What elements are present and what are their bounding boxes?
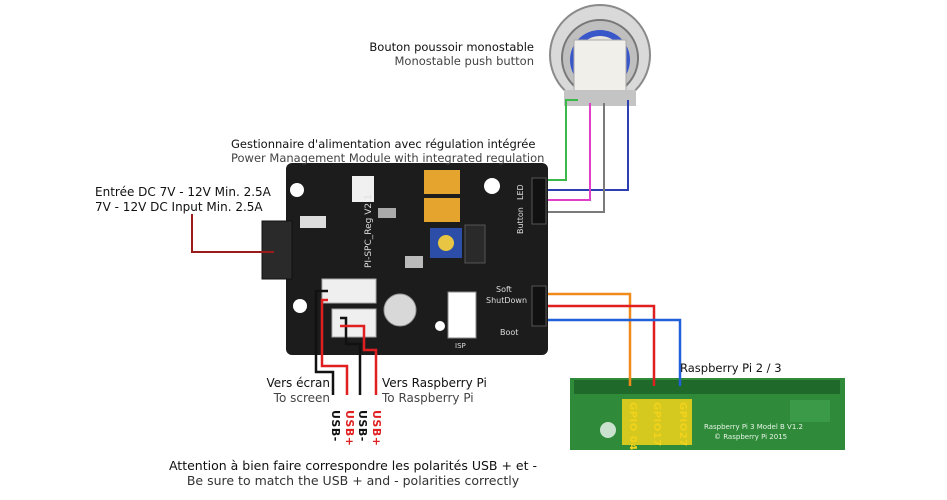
shutdown-silk: ShutDown	[486, 296, 528, 305]
screen-label: Vers écran To screen	[258, 376, 330, 406]
button-silk: Button	[516, 207, 525, 234]
dc-input-label-en: 7V - 12V DC Input Min. 2.5A	[95, 200, 263, 214]
dc-input-label: Entrée DC 7V - 12V Min. 2.5A 7V - 12V DC…	[95, 185, 271, 215]
polarity-warning: Attention à bien faire correspondre les …	[0, 458, 706, 488]
screen-label-en: To screen	[273, 391, 330, 405]
push-button-label-fr: Bouton poussoir monostable	[369, 40, 534, 54]
power-management-board	[261, 163, 548, 355]
led-silk: LED	[516, 184, 525, 200]
usb-plus-screen: USB+	[343, 410, 356, 447]
rpi-label: Vers Raspberry Pi To Raspberry Pi	[382, 376, 487, 406]
rpi-board-label: Raspberry Pi 2 / 3	[680, 361, 782, 375]
polarity-warning-en: Be sure to match the USB + and - polarit…	[186, 473, 520, 488]
isp-silk: ISP	[455, 342, 466, 350]
gpio17-label: GPIO17	[651, 402, 662, 447]
rpi-copyright-silk: © Raspberry Pi 2015	[714, 433, 788, 441]
usb-minus-rpi: USB-	[356, 410, 369, 442]
usb-wires	[314, 289, 378, 395]
usb-minus-screen: USB-	[329, 410, 342, 442]
board-name-silk: PI-SPC_Reg V2.1	[364, 194, 374, 268]
dc-input-pointer	[191, 214, 274, 253]
soft-silk: Soft	[496, 285, 512, 294]
pmm-label-en: Power Management Module with integrated …	[231, 151, 545, 165]
boot-silk: Boot	[500, 328, 519, 337]
button-wires	[548, 99, 629, 213]
push-button-label-en: Monostable push button	[394, 54, 534, 68]
pmm-label-fr: Gestionnaire d'alimentation avec régulat…	[231, 137, 536, 151]
raspberry-pi-board	[570, 378, 845, 450]
gpio27-label: GPIO27	[677, 402, 688, 447]
rpi-label-en: To Raspberry Pi	[382, 391, 474, 405]
pmm-label: Gestionnaire d'alimentation avec régulat…	[231, 137, 544, 165]
usb-plus-rpi: USB+	[370, 410, 383, 447]
rpi-model-silk: Raspberry Pi 3 Model B V1.2	[704, 423, 803, 431]
screen-label-fr: Vers écran	[266, 376, 330, 390]
polarity-warning-fr: Attention à bien faire correspondre les …	[168, 458, 538, 473]
dc-input-label-fr: Entrée DC 7V - 12V Min. 2.5A	[95, 185, 271, 199]
push-button-label: Bouton poussoir monostable Monostable pu…	[360, 40, 534, 68]
push-button	[549, 4, 651, 106]
gpio04-label: GPIO 04	[627, 402, 638, 451]
rpi-label-fr: Vers Raspberry Pi	[382, 376, 487, 390]
gpio-wires	[548, 292, 682, 386]
